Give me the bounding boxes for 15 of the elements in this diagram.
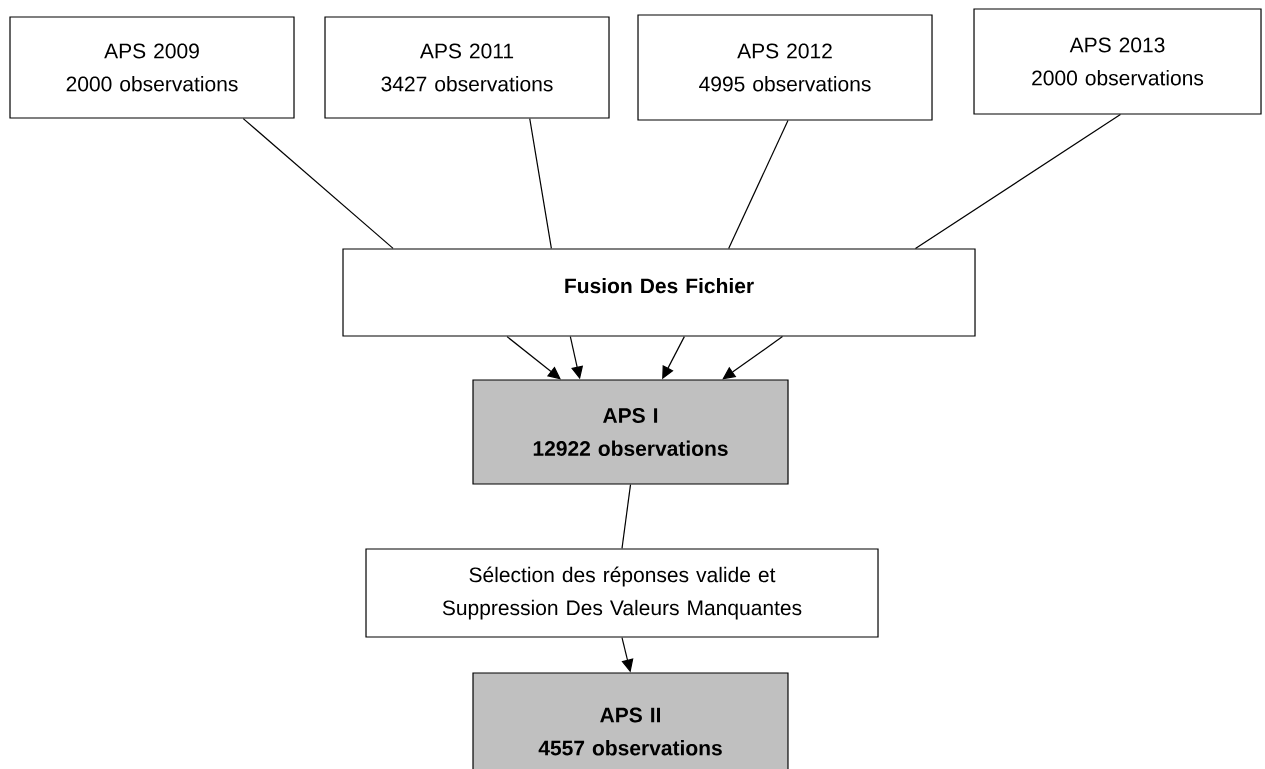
process-box: APS 2013 2000 observations (973, 8, 1262, 115)
connector-line (914, 114, 1121, 249)
process-box: Sélection des réponses valide et Suppression Des Valeurs Manquantes (365, 548, 879, 638)
result-box: APS I 12922 observations (472, 379, 789, 485)
connector-line (529, 118, 552, 249)
process-box: Fusion Des Fichier (342, 248, 976, 337)
connector-line (621, 484, 632, 549)
process-box: APS 2012 4995 observations (637, 14, 933, 121)
connector-line (728, 120, 789, 249)
arrow (506, 336, 561, 380)
arrow (722, 336, 784, 380)
process-box: APS 2009 2000 observations (9, 16, 295, 119)
process-box: APS 2011 3427 observations (324, 16, 610, 119)
connector-line (242, 118, 394, 249)
result-box: APS II 4557 observations (472, 672, 789, 769)
